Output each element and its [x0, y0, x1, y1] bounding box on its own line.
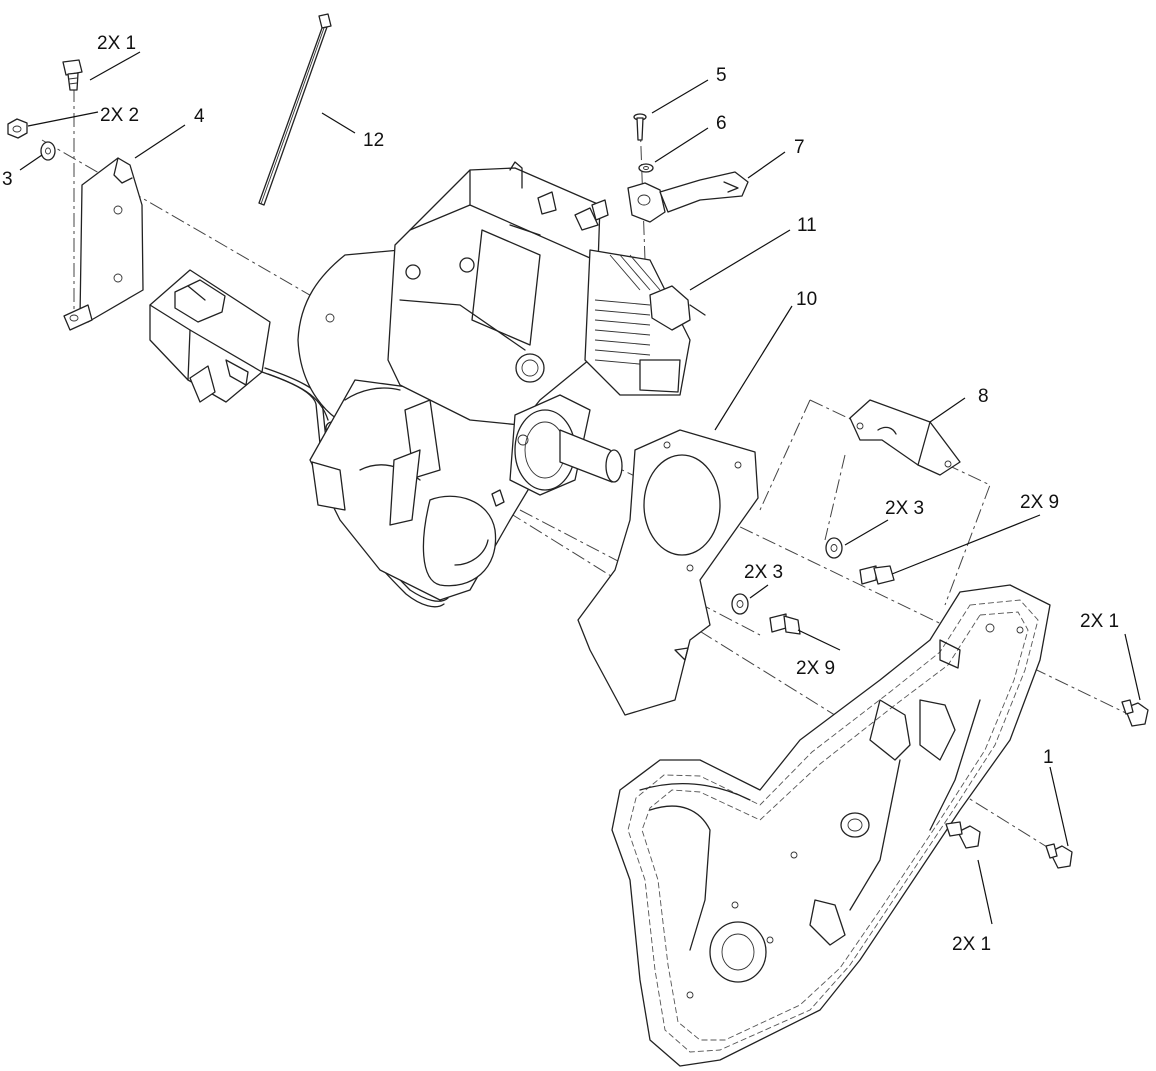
callout-2x-3-lower: 2X 3: [744, 562, 783, 583]
engine-assembly: [297, 161, 706, 601]
callout-2x-9-upper: 2X 9: [1020, 492, 1059, 513]
callout-2x-1-top: 2X 1: [97, 33, 136, 54]
callout-3: 3: [2, 169, 13, 190]
callout-2x-9-lower: 2X 9: [796, 658, 835, 679]
callout-12: 12: [363, 130, 384, 151]
washer-part-3-upper: [825, 537, 843, 559]
cable-tie-part-12: [258, 13, 332, 206]
callout-2x-2: 2X 2: [100, 105, 139, 126]
bolt-part-1-middle: [945, 821, 981, 849]
callout-5: 5: [716, 65, 727, 86]
washer-part-6: [638, 163, 654, 173]
callout-2x-3-upper: 2X 3: [885, 498, 924, 519]
choke-lever-part-7: [627, 171, 749, 223]
cylinder-fins: [584, 249, 691, 396]
callout-7: 7: [794, 137, 805, 158]
callout-2x-1-right: 2X 1: [1080, 611, 1119, 632]
callout-4: 4: [194, 106, 205, 127]
ignition-switch-box: [149, 269, 329, 421]
bracket-part-8: [849, 399, 961, 476]
bolt-part-1-top: [62, 59, 83, 91]
callout-8: 8: [978, 386, 989, 407]
nut-part-2: [7, 118, 28, 139]
callout-2x-1-bottom: 2X 1: [952, 934, 991, 955]
callout-1: 1: [1043, 747, 1054, 768]
chassis-frame: [611, 584, 1051, 1067]
bolt-part-1-lower: [1045, 843, 1073, 869]
callout-labels: 2X 1 2X 2 3 4 5 6 7 8 2X 3 2X 9 10 11 12…: [2, 33, 1119, 955]
gasket-plate-part-10: [577, 429, 759, 716]
callout-6: 6: [716, 113, 727, 134]
washer-part-3: [40, 141, 56, 161]
washer-part-3-lower: [731, 593, 749, 615]
leader-lines: [19, 51, 1141, 925]
screw-part-5: [633, 113, 647, 141]
bracket-plate-part-4: [63, 157, 144, 331]
bolt-part-9-lower: [769, 613, 801, 635]
bolt-part-9-upper: [859, 565, 895, 585]
bolt-part-1-right: [1121, 699, 1149, 727]
callout-10: 10: [796, 289, 817, 310]
callout-11: 11: [797, 215, 817, 236]
